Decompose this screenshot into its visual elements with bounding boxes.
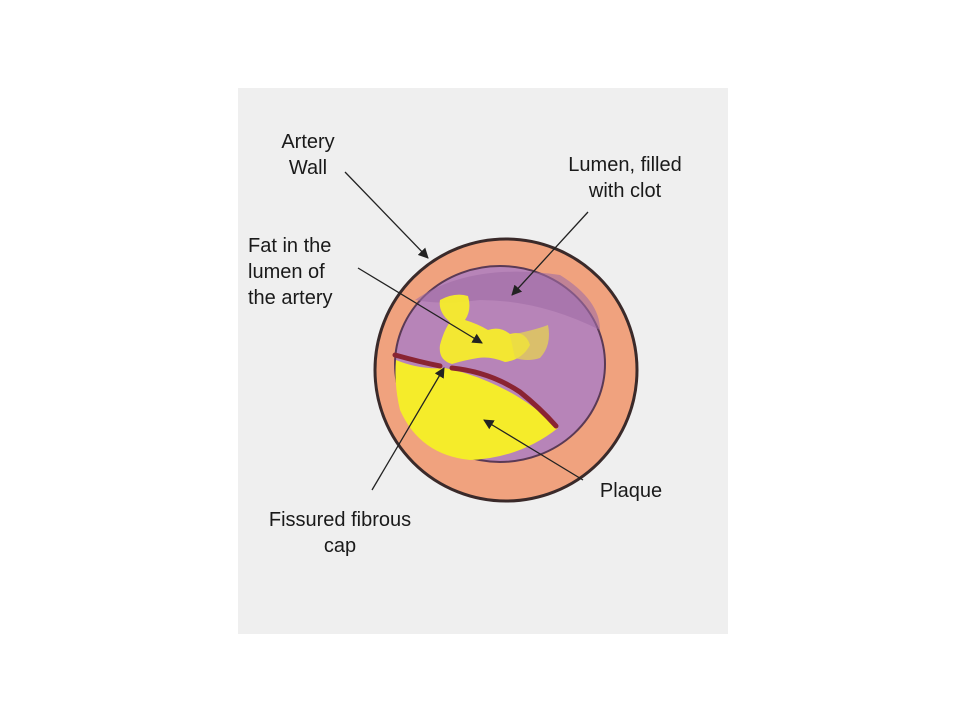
plaque-arrow — [483, 419, 584, 481]
fibrous-cap-label: Fissured fibrous cap — [268, 509, 412, 557]
plaque-label: Plaque — [599, 480, 663, 502]
plaque — [395, 360, 558, 460]
fat-lumen-arrow — [357, 267, 483, 344]
fat-in-lumen-highlight — [510, 325, 549, 360]
clot-shading — [415, 271, 600, 330]
lumen-clot-arrow — [511, 211, 589, 296]
fibrous-cap-arrow — [371, 367, 445, 491]
artery-wall-label: Artery Wall — [281, 131, 335, 179]
fat-lumen-label: Fat in the lumen of the artery — [248, 235, 333, 309]
artery-wall-arrow — [344, 171, 429, 259]
lumen-clot-label: Lumen, filled with clot — [568, 154, 682, 202]
fat-in-lumen — [439, 294, 530, 364]
fibrous-cap — [392, 352, 559, 429]
